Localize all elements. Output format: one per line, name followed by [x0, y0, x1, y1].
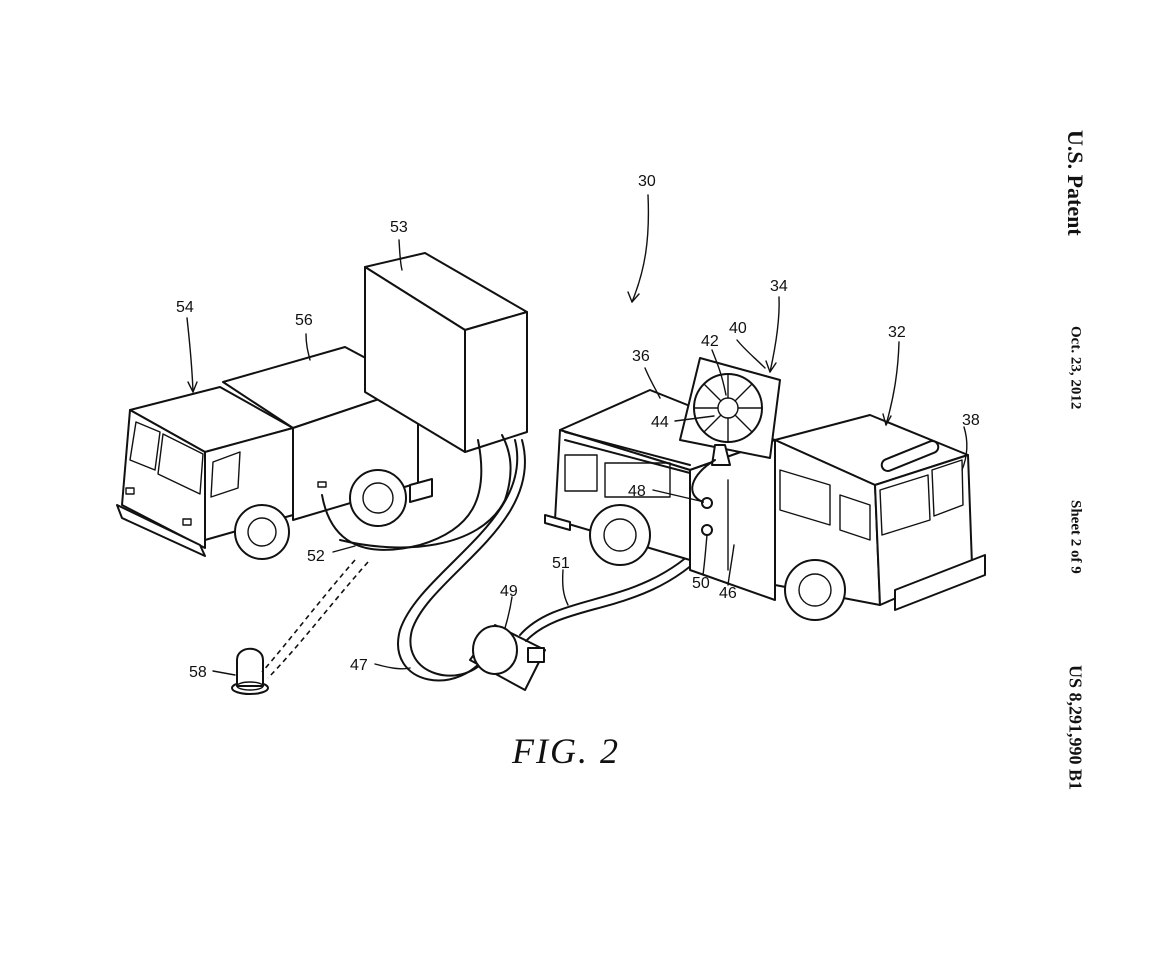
figure-caption: FIG. 2	[511, 731, 620, 771]
ref-40: 40	[729, 320, 747, 337]
tanker-truck	[116, 346, 433, 560]
patent-label: U.S. Patent	[1063, 130, 1088, 236]
ref-42: 42	[701, 333, 719, 350]
reference-numerals: 30 32 34 36 38 40 42 44 46 47 48 49 50 5…	[176, 173, 980, 681]
leader-lines	[186, 194, 968, 676]
outlet-hose	[519, 539, 706, 636]
sheet-header: U.S. Patent Oct. 23, 2012 Sheet 2 of 9 U…	[1060, 130, 1090, 790]
ref-56: 56	[295, 312, 313, 329]
beacon-light	[231, 647, 269, 695]
ref-54: 54	[176, 299, 194, 316]
sheet-number: Sheet 2 of 9	[1067, 500, 1084, 575]
hose-pair-b	[339, 434, 512, 549]
fire-truck	[544, 389, 986, 621]
ref-50: 50	[692, 575, 710, 592]
hose-pair-a	[321, 439, 483, 551]
ref-36: 36	[632, 348, 650, 365]
ref-51: 51	[552, 555, 570, 572]
ref-53: 53	[390, 219, 408, 236]
ref-48: 48	[628, 483, 646, 500]
ref-44: 44	[651, 414, 669, 431]
tank-box	[364, 252, 528, 453]
ref-38: 38	[962, 412, 980, 429]
display-panel	[679, 357, 781, 503]
ref-30: 30	[638, 173, 656, 190]
ref-52: 52	[307, 548, 325, 565]
ref-34: 34	[770, 278, 788, 295]
ref-58: 58	[189, 664, 207, 681]
hose-to-pump	[397, 439, 519, 682]
patent-date: Oct. 23, 2012	[1067, 326, 1084, 410]
patent-number: US 8,291,990 B1	[1065, 664, 1086, 790]
ref-49: 49	[500, 583, 518, 600]
ref-46: 46	[719, 585, 737, 602]
ref-32: 32	[888, 324, 906, 341]
ref-47: 47	[350, 657, 368, 674]
